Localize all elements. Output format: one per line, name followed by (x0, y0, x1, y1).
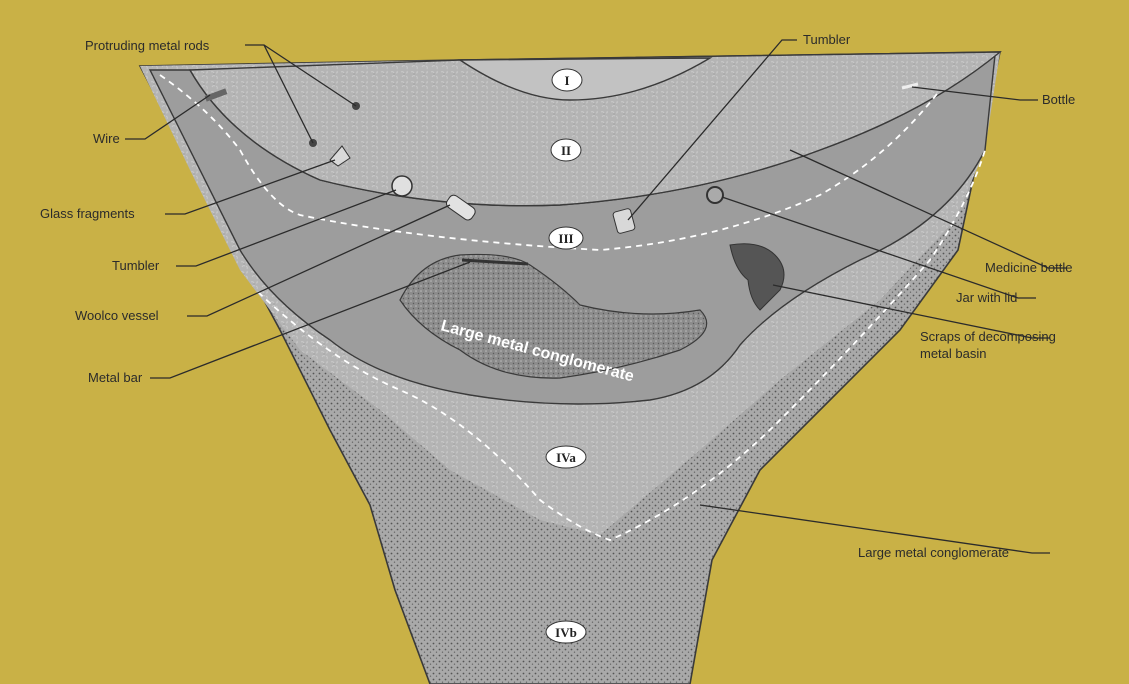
label-scraps-line1: Scraps of decomposing (920, 329, 1056, 344)
layer-marker-i: I (552, 69, 582, 91)
layer-label-i: I (564, 73, 569, 88)
label-large-metal-conglomerate: Large metal conglomerate (858, 545, 1009, 560)
layer-marker-ivb: IVb (546, 621, 586, 643)
label-scraps-line2: metal basin (920, 346, 986, 361)
label-medicine-bottle: Medicine bottle (985, 260, 1072, 275)
label-woolco-vessel: Woolco vessel (75, 308, 159, 323)
label-protruding-metal-rods: Protruding metal rods (85, 38, 210, 53)
label-jar-with-lid: Jar with lid (956, 290, 1017, 305)
layer-label-iii: III (558, 231, 573, 246)
layer-marker-iii: III (549, 227, 583, 249)
tumbler-left-artifact (392, 176, 412, 196)
label-metal-bar: Metal bar (88, 370, 143, 385)
label-tumbler-top: Tumbler (803, 32, 851, 47)
label-bottle: Bottle (1042, 92, 1075, 107)
label-tumbler-left: Tumbler (112, 258, 160, 273)
jar-with-lid-artifact (707, 187, 723, 203)
layer-label-ivb: IVb (555, 625, 577, 640)
layer-marker-ii: II (551, 139, 581, 161)
layer-marker-iva: IVa (546, 446, 586, 468)
label-wire: Wire (93, 131, 120, 146)
layer-label-ii: II (561, 143, 571, 158)
layer-label-iva: IVa (556, 450, 576, 465)
label-glass-fragments: Glass fragments (40, 206, 135, 221)
